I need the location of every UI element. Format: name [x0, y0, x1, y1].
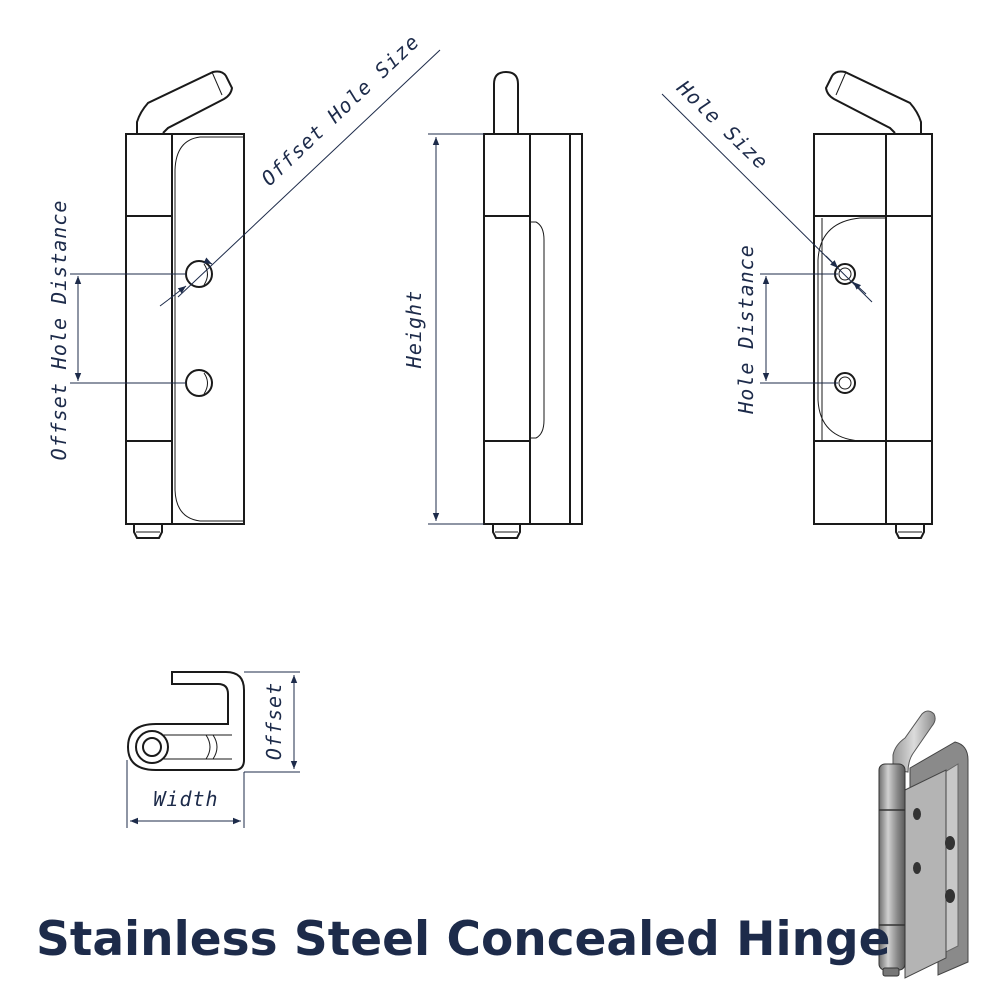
left-view — [125, 70, 245, 539]
height-label: Height — [402, 290, 426, 369]
right-view — [813, 70, 933, 539]
center-view — [483, 70, 583, 539]
offset-hole-size-label: Offset Hole Size — [256, 29, 424, 190]
hole-size-leader: Hole Size — [661, 75, 873, 303]
offset-hole-distance-label: Offset Hole Distance — [47, 200, 71, 461]
hinge-render-image — [878, 710, 969, 979]
hole-distance-label: Hole Distance — [734, 244, 758, 415]
offset-dimension: Offset — [244, 671, 300, 773]
hole-size-label: Hole Size — [672, 75, 774, 174]
offset-hole-size-leader: Offset Hole Size — [159, 29, 441, 307]
offset-hole-distance-dimension: Offset Hole Distance — [47, 200, 186, 461]
offset-label: Offset — [262, 682, 286, 760]
width-label: Width — [153, 787, 218, 811]
top-view — [126, 671, 245, 771]
hole-distance-dimension: Hole Distance — [734, 244, 838, 415]
width-dimension: Width — [126, 760, 245, 828]
page-title: Stainless Steel Concealed Hinge — [36, 912, 891, 967]
height-dimension: Height — [402, 133, 484, 525]
